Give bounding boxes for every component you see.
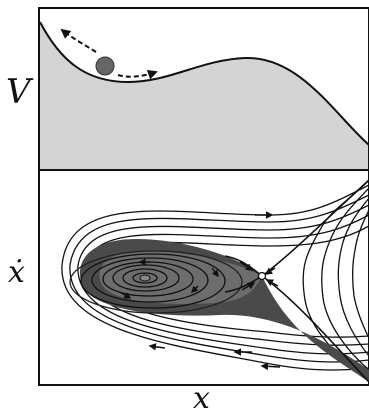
- saddle-fixed-point: [257, 271, 267, 281]
- figure-frame: [38, 7, 369, 386]
- position-axis-label: x: [193, 381, 210, 416]
- phase-portrait-panel: [61, 179, 369, 383]
- spiral-arrows: [119, 258, 219, 299]
- potential-axis-label: V: [6, 72, 31, 112]
- potential-curve: [39, 21, 369, 146]
- ball-arrow-left: [60, 28, 97, 53]
- potential-fill: [40, 22, 369, 170]
- ball-arrow-right: [117, 69, 158, 80]
- outer-streamlines: [61, 179, 369, 381]
- stable-fixed-point: [139, 274, 151, 282]
- potential-energy-panel: [39, 21, 369, 170]
- streamline-arrows: [148, 211, 281, 371]
- ball-marker: [95, 56, 115, 76]
- saddle-arrows: [239, 261, 279, 291]
- velocity-axis-label: ẋ: [8, 255, 25, 290]
